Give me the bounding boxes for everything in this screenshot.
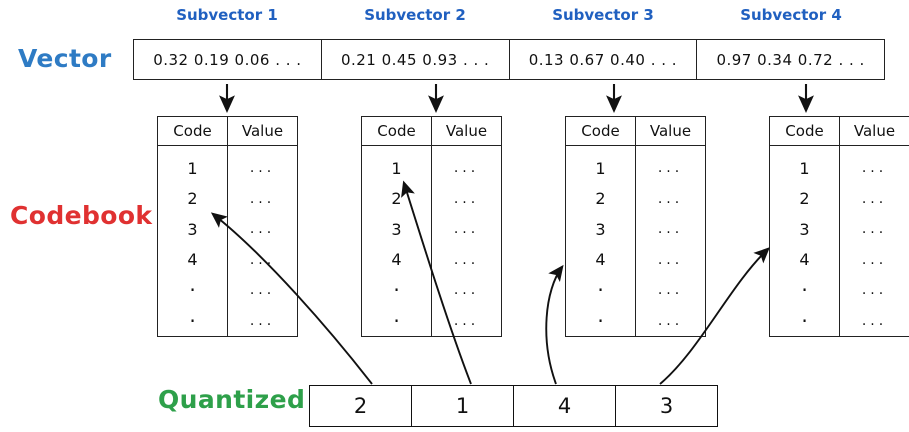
codebook-body-3: 1 2 3 4 · · ... ... ... ... ... ... bbox=[566, 146, 705, 336]
codebook-code-column-2: 1 2 3 4 · · bbox=[362, 146, 432, 336]
value-cell: ... bbox=[249, 221, 276, 238]
value-cell: ... bbox=[657, 221, 684, 238]
code-cell: 4 bbox=[799, 250, 810, 270]
codebook-value-column-1: ... ... ... ... ... ... bbox=[228, 146, 297, 336]
code-cell: 3 bbox=[799, 219, 810, 239]
codebook-header-row-2: Code Value bbox=[362, 117, 501, 146]
codebook-body-2: 1 2 3 4 · · ... ... ... ... ... ... bbox=[362, 146, 501, 336]
codebook-body-1: 1 2 3 4 · · ... ... ... ... ... ... bbox=[158, 146, 297, 336]
code-cell: · bbox=[189, 308, 196, 333]
value-cell: ... bbox=[861, 190, 888, 207]
code-cell: 3 bbox=[187, 219, 198, 239]
value-cell: ... bbox=[249, 282, 276, 299]
subvector-header-2: Subvector 2 bbox=[364, 6, 466, 24]
code-cell: 1 bbox=[595, 158, 606, 178]
quantized-cell-3: 4 bbox=[514, 386, 616, 426]
value-cell: ... bbox=[657, 282, 684, 299]
code-cell: · bbox=[801, 308, 808, 333]
code-cell: · bbox=[189, 278, 196, 303]
code-cell: 4 bbox=[391, 250, 402, 270]
value-cell: ... bbox=[861, 312, 888, 329]
quantized-label: Quantized bbox=[158, 385, 306, 414]
value-cell: ... bbox=[453, 160, 480, 177]
code-cell: · bbox=[801, 278, 808, 303]
codebook-header-row-3: Code Value bbox=[566, 117, 705, 146]
code-cell: · bbox=[597, 278, 604, 303]
value-cell: ... bbox=[453, 221, 480, 238]
value-cell: ... bbox=[249, 251, 276, 268]
value-cell: ... bbox=[249, 312, 276, 329]
vector-segment-1: 0.32 0.19 0.06 . . . bbox=[134, 40, 322, 79]
codebook-value-column-3: ... ... ... ... ... ... bbox=[636, 146, 705, 336]
vector-label: Vector bbox=[18, 44, 112, 73]
quantized-link-arrow-3 bbox=[545, 264, 564, 385]
code-cell: 3 bbox=[595, 219, 606, 239]
vector-bar: 0.32 0.19 0.06 . . . 0.21 0.45 0.93 . . … bbox=[133, 39, 885, 80]
codebook-table-1: Code Value 1 2 3 4 · · ... ... ... ... .… bbox=[157, 116, 298, 337]
value-cell: ... bbox=[657, 160, 684, 177]
vector-segment-3: 0.13 0.67 0.40 . . . bbox=[510, 40, 698, 79]
subvector-header-3: Subvector 3 bbox=[552, 6, 654, 24]
value-cell: ... bbox=[453, 312, 480, 329]
vector-segment-4: 0.97 0.34 0.72 . . . bbox=[716, 50, 865, 69]
value-cell: ... bbox=[861, 221, 888, 238]
quantized-bar: 2 1 4 3 bbox=[309, 385, 718, 427]
code-cell: 2 bbox=[391, 189, 402, 209]
subvector-header-1: Subvector 1 bbox=[176, 6, 278, 24]
value-cell: ... bbox=[861, 282, 888, 299]
value-cell: ... bbox=[657, 251, 684, 268]
value-cell: ... bbox=[453, 251, 480, 268]
value-cell: ... bbox=[657, 190, 684, 207]
value-cell: ... bbox=[453, 190, 480, 207]
code-cell: · bbox=[393, 278, 400, 303]
codebook-value-column-2: ... ... ... ... ... ... bbox=[432, 146, 501, 336]
codebook-header-row-1: Code Value bbox=[158, 117, 297, 146]
value-cell: ... bbox=[249, 160, 276, 177]
code-cell: · bbox=[597, 308, 604, 333]
codebook-col-header-value-3: Value bbox=[649, 122, 692, 140]
quantized-cell-4: 3 bbox=[659, 394, 674, 418]
code-cell: · bbox=[393, 308, 400, 333]
vector-segment-2: 0.21 0.45 0.93 . . . bbox=[322, 40, 510, 79]
value-cell: ... bbox=[861, 251, 888, 268]
codebook-body-4: 1 2 3 4 · · ... ... ... ... ... ... bbox=[770, 146, 909, 336]
value-cell: ... bbox=[453, 282, 480, 299]
code-cell: 2 bbox=[799, 189, 810, 209]
code-cell: 4 bbox=[187, 250, 198, 270]
value-cell: ... bbox=[657, 312, 684, 329]
codebook-code-column-3: 1 2 3 4 · · bbox=[566, 146, 636, 336]
codebook-col-header-value-2: Value bbox=[445, 122, 488, 140]
codebook-label: Codebook bbox=[10, 201, 153, 230]
codebook-col-header-code-4: Code bbox=[770, 117, 840, 145]
codebook-col-header-code-1: Code bbox=[158, 117, 228, 145]
codebook-code-column-1: 1 2 3 4 · · bbox=[158, 146, 228, 336]
quantized-cell-1: 2 bbox=[310, 386, 412, 426]
codebook-table-2: Code Value 1 2 3 4 · · ... ... ... ... .… bbox=[361, 116, 502, 337]
codebook-table-3: Code Value 1 2 3 4 · · ... ... ... ... .… bbox=[565, 116, 706, 337]
codebook-value-column-4: ... ... ... ... ... ... bbox=[840, 146, 909, 336]
value-cell: ... bbox=[249, 190, 276, 207]
codebook-table-4: Code Value 1 2 3 4 · · ... ... ... ... .… bbox=[769, 116, 909, 337]
code-cell: 3 bbox=[391, 219, 402, 239]
codebook-col-header-value-1: Value bbox=[241, 122, 284, 140]
code-cell: 2 bbox=[595, 189, 606, 209]
code-cell: 1 bbox=[799, 158, 810, 178]
codebook-header-row-4: Code Value bbox=[770, 117, 909, 146]
codebook-col-header-code-2: Code bbox=[362, 117, 432, 145]
codebook-col-header-code-3: Code bbox=[566, 117, 636, 145]
quantized-cell-2: 1 bbox=[412, 386, 514, 426]
code-cell: 1 bbox=[187, 158, 198, 178]
codebook-code-column-4: 1 2 3 4 · · bbox=[770, 146, 840, 336]
code-cell: 4 bbox=[595, 250, 606, 270]
code-cell: 2 bbox=[187, 189, 198, 209]
codebook-col-header-value-4: Value bbox=[853, 122, 896, 140]
subvector-header-4: Subvector 4 bbox=[740, 6, 842, 24]
value-cell: ... bbox=[861, 160, 888, 177]
code-cell: 1 bbox=[391, 158, 402, 178]
